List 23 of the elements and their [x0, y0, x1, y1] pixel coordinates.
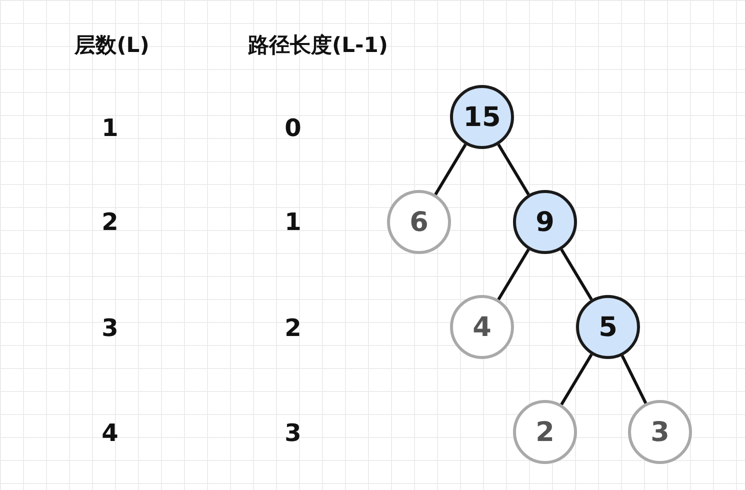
path-length-number: 1: [284, 208, 302, 236]
tree-node-circle: 2: [513, 400, 577, 464]
tree-node-circle: 6: [387, 190, 451, 254]
tree-edge: [497, 248, 530, 300]
tree-edge: [497, 144, 530, 196]
column-header: 路径长度(L-1): [248, 32, 388, 59]
level-number: 3: [102, 314, 118, 342]
path-length-number: 2: [284, 314, 302, 342]
tree-edge: [560, 248, 593, 300]
tree-edge: [560, 354, 593, 406]
tree-node-circle: 9: [513, 190, 577, 254]
path-length-number: 3: [284, 419, 302, 447]
tree-edge: [620, 355, 648, 404]
level-number: 1: [102, 114, 118, 142]
tree-node-circle: 5: [576, 295, 640, 359]
tree-node-circle: 15: [450, 85, 514, 149]
path-length-number: 0: [284, 114, 302, 142]
level-number: 2: [102, 208, 118, 236]
column-header: 层数(L): [74, 32, 150, 59]
level-number: 4: [102, 419, 118, 447]
tree-node-circle: 3: [628, 400, 692, 464]
tree-node-circle: 4: [450, 295, 514, 359]
tree-edge: [434, 144, 467, 196]
